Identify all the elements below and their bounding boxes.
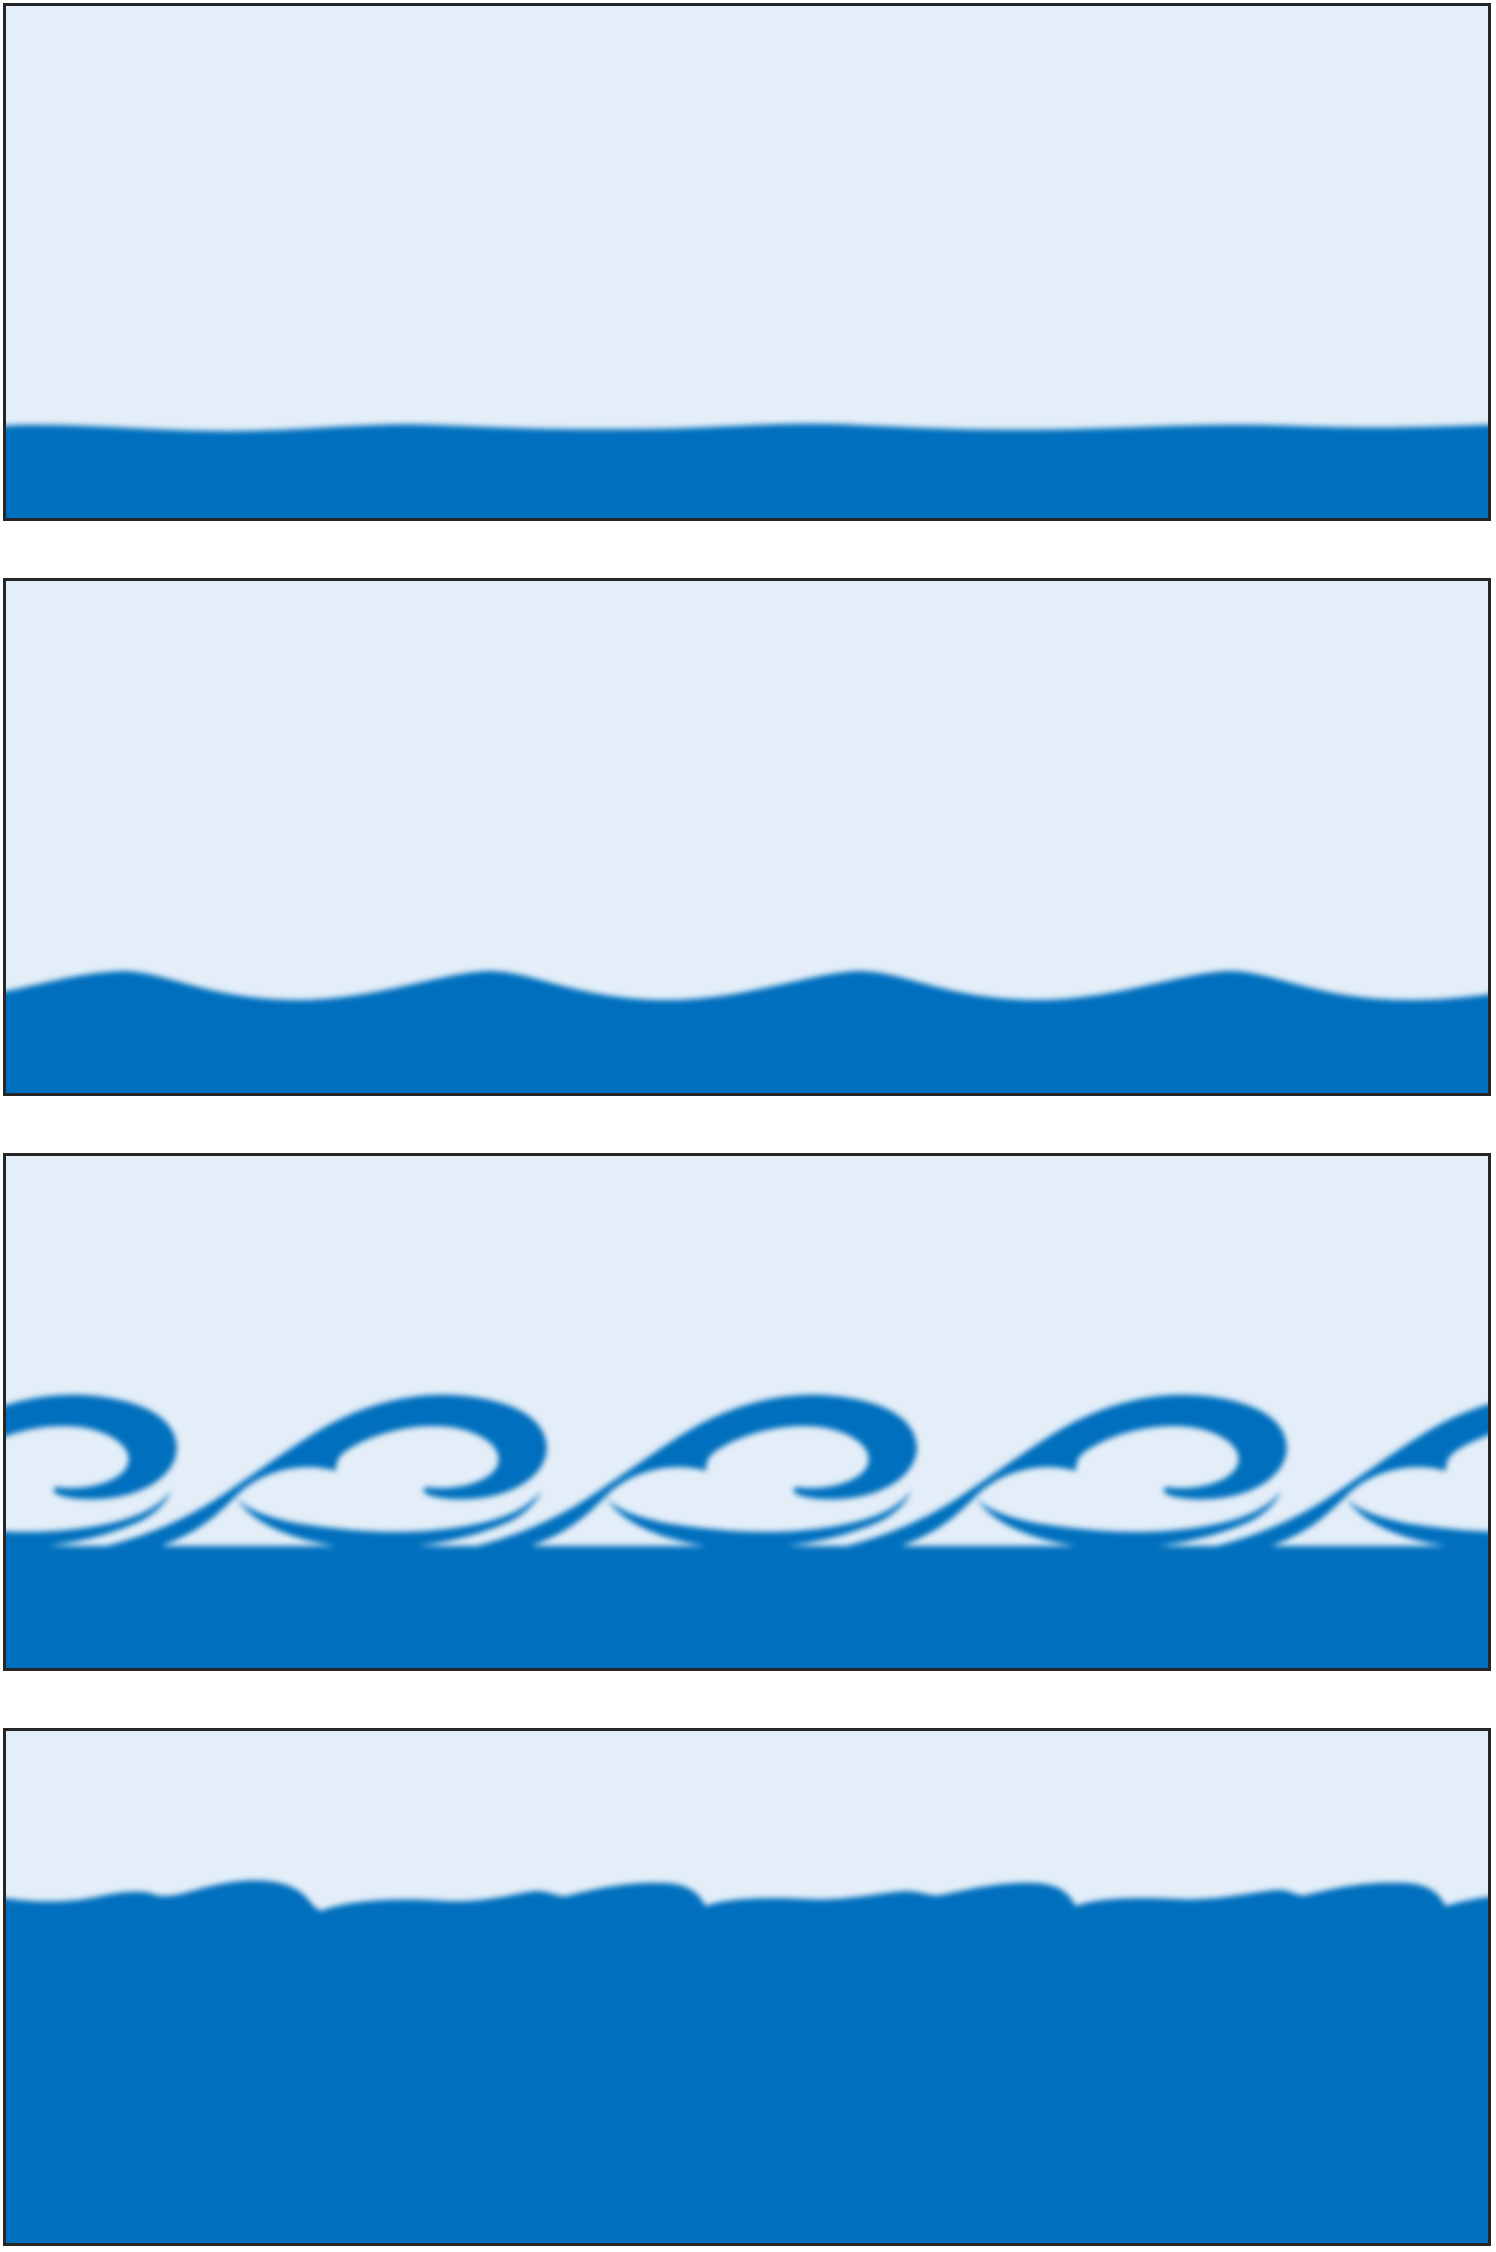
interface-flat-svg xyxy=(6,6,1488,518)
dense-fluid-region xyxy=(6,1394,1488,1668)
interface-turbulent-svg xyxy=(6,1731,1488,2243)
dense-fluid-region xyxy=(6,423,1488,518)
panel-stage-3 xyxy=(3,1153,1491,1671)
interface-wave-svg xyxy=(6,581,1488,1093)
dense-fluid-region xyxy=(6,971,1488,1093)
panel-stage-4 xyxy=(3,1728,1491,2246)
panel-stage-1 xyxy=(3,3,1491,521)
panel-stage-2 xyxy=(3,578,1491,1096)
dense-fluid-region xyxy=(6,1880,1488,2243)
interface-vortices-svg xyxy=(6,1156,1488,1668)
